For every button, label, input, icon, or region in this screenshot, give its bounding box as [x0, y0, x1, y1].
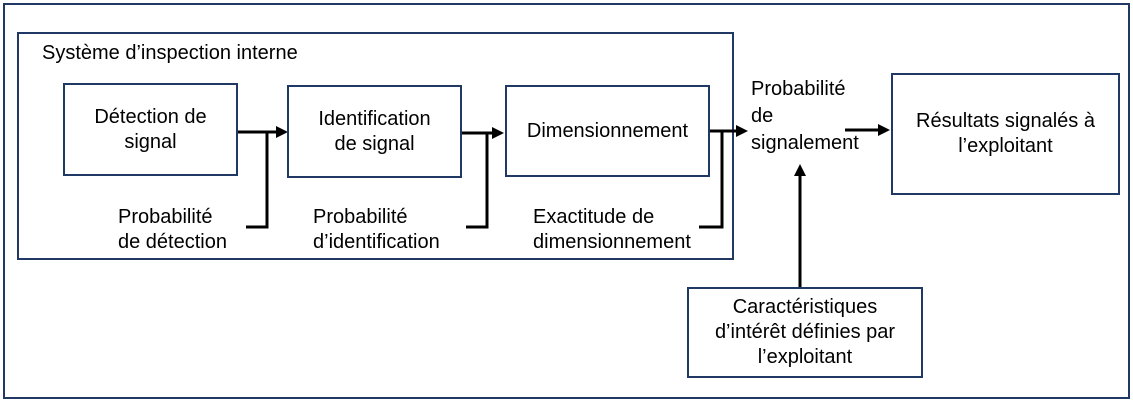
node-caracteristiques-line-3: l’exploitant	[757, 346, 853, 368]
label-exactitude-line-2: dimensionnement	[533, 231, 691, 253]
label-prob-signalement-line-2: de	[751, 105, 774, 127]
label-prob-identification-line-1: Probabilité	[313, 206, 408, 228]
node-identification-line-1: Identification	[318, 107, 431, 130]
node-dimensionnement-line-1: Dimensionnement	[526, 119, 689, 142]
node-caracteristiques-line-1: Caractéristiques	[732, 296, 878, 318]
node-detection-line-1: Détection de	[94, 105, 207, 128]
node-identification-de-signal: Identification de signal	[287, 85, 462, 178]
label-prob-detection-line-2: de détection	[118, 231, 227, 253]
node-detection-line-2: signal	[124, 130, 177, 153]
outer-border	[3, 3, 1130, 399]
node-caracteristiques-line-2: d’intérêt définies par	[714, 321, 896, 343]
system-title: Système d’inspection interne	[42, 42, 298, 64]
system-inspection-interne-container	[17, 32, 734, 260]
node-resultats-line-1: Résultats signalés à	[916, 110, 1095, 132]
label-prob-identification-line-2: d’identification	[313, 231, 440, 253]
label-probabilite-de-detection: Probabilité de détection	[118, 205, 227, 255]
label-exactitude-dimensionnement: Exactitude de dimensionnement	[533, 205, 691, 255]
label-prob-detection-line-1: Probabilité	[118, 206, 213, 228]
node-resultats-signales: Résultats signalés à l’exploitant	[891, 73, 1120, 195]
label-exactitude-line-1: Exactitude de	[533, 206, 655, 228]
label-prob-signalement-line-1: Probabilité	[751, 78, 846, 100]
node-detection-de-signal: Détection de signal	[63, 83, 238, 176]
node-identification-line-2: de signal	[334, 132, 415, 155]
node-dimensionnement: Dimensionnement	[505, 85, 710, 177]
label-prob-signalement-line-3: signalement	[751, 132, 859, 154]
node-resultats-line-2: l’exploitant	[958, 135, 1053, 157]
label-probabilite-identification: Probabilité d’identification	[313, 205, 440, 255]
label-probabilite-signalement: Probabilité de signalement	[751, 76, 859, 157]
node-caracteristiques-interet: Caractéristiques d’intérêt définies par …	[687, 287, 923, 378]
